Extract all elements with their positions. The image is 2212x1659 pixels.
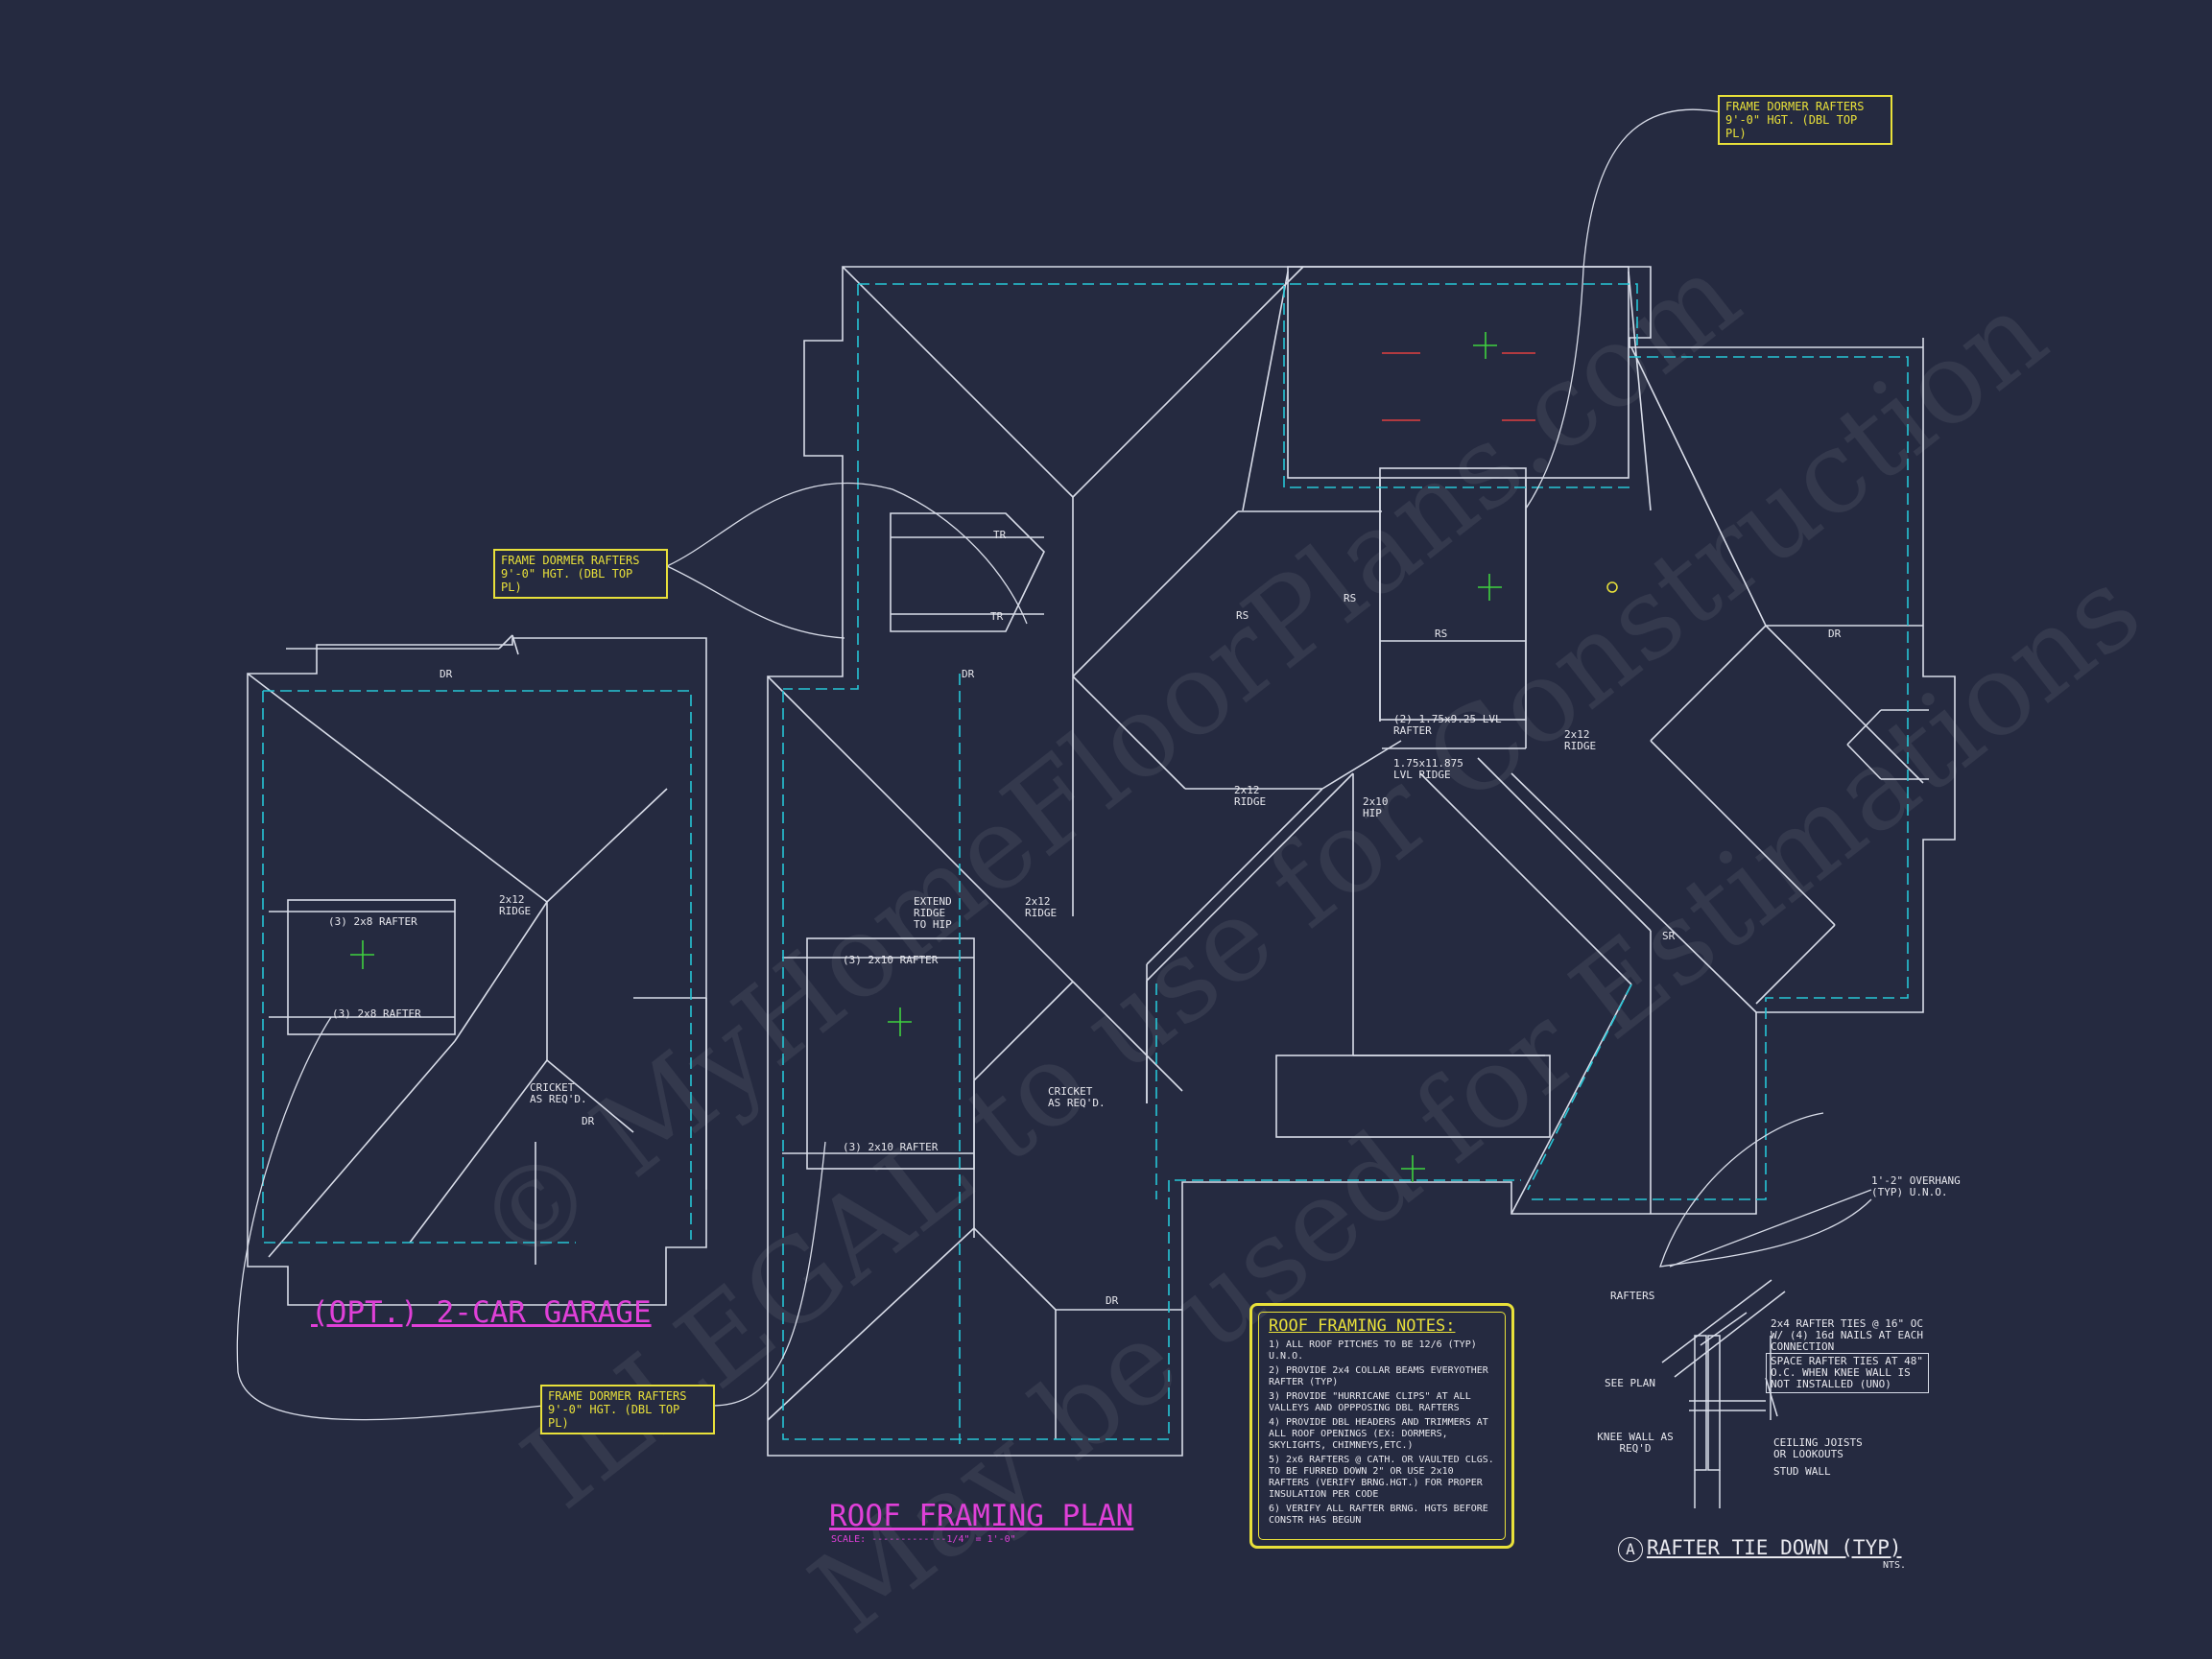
label-cricket-main: CRICKET AS REQ'D. [1048,1085,1106,1109]
label-rs-c: RS [1435,628,1448,640]
detail-ties-label: 2x4 RAFTER TIES @ 16" OC W/ (4) 16d NAIL… [1771,1317,1923,1353]
note-item: 3) PROVIDE "HURRICANE CLIPS" AT ALL VALL… [1269,1391,1471,1413]
note-item: 4) PROVIDE DBL HEADERS AND TRIMMERS AT A… [1269,1417,1488,1451]
label-dr-bottom: DR [1106,1294,1119,1307]
note-item: 6) VERIFY ALL RAFTER BRNG. HGTS BEFORE C… [1269,1504,1488,1526]
plan-title: ROOF FRAMING PLAN [829,1499,1134,1533]
rafter-tie-down-detail [1661,1279,1786,1508]
label-extend-ridge: EXTEND RIDGE TO HIP [914,895,952,931]
notes-title: ROOF FRAMING NOTES: [1269,1316,1456,1336]
label-ridge-2x12-d: 2x12 RIDGE [499,893,532,917]
label-dr-right: DR [1828,628,1842,640]
detail-letter-circle: A [1618,1537,1643,1562]
label-tr-b: TR [990,610,1004,623]
roof-framing-notes: ROOF FRAMING NOTES: 1) ALL ROOF PITCHES … [1249,1303,1514,1549]
label-rafter-2x8-b: (3) 2x8 RAFTER [332,1007,421,1020]
label-rafter-2x8-a: (3) 2x8 RAFTER [328,915,417,928]
detail-title: RAFTER TIE DOWN (TYP) [1647,1536,1902,1559]
label-tr-a: TR [993,529,1007,541]
label-rafter-2x10-a: (3) 2x10 RAFTER [843,954,939,966]
detail-rafters-label: RAFTERS [1610,1290,1655,1302]
label-lvl-ridge: 1.75x11.875 LVL RIDGE [1393,757,1463,781]
label-rs-b: RS [1344,592,1357,604]
label-dr-main: DR [962,668,975,680]
detail-ceiling-label: CEILING JOISTS OR LOOKOUTS [1773,1436,1863,1460]
garage-title: (OPT.) 2-CAR GARAGE [311,1295,652,1330]
detail-knee-wall-label: KNEE WALL AS REQ'D [1597,1431,1674,1455]
detail-space-ties-label: SPACE RAFTER TIES AT 48" O.C. WHEN KNEE … [1766,1353,1929,1393]
garage-roof-outline [247,637,707,1306]
note-item: 5) 2x6 RAFTERS @ CATH. OR VAULTED CLGS. … [1269,1455,1494,1500]
main-roof-outline [767,266,1956,1457]
note-item: 2) PROVIDE 2x4 COLLAR BEAMS EVERYOTHER R… [1269,1365,1488,1387]
label-rafter-2x10-b: (3) 2x10 RAFTER [843,1141,939,1153]
label-overhang: 1'-2" OVERHANG (TYP) U.N.O. [1871,1174,1961,1198]
label-ridge-2x12-a: 2x12 RIDGE [1234,784,1267,808]
label-lvl-rafter: (2) 1.75x9.25 LVL RAFTER [1393,713,1502,737]
note-item: 1) ALL ROOF PITCHES TO BE 12/6 (TYP) U.N… [1269,1339,1477,1362]
label-sr: SR [1662,930,1676,942]
label-ridge-2x12-b: 2x12 RIDGE [1564,728,1597,752]
detail-see-plan-label: SEE PLAN [1605,1377,1655,1389]
detail-stud-label: STUD WALL [1773,1465,1831,1478]
label-cricket-garage: CRICKET AS REQ'D. [530,1081,587,1105]
label-ridge-2x12-c: 2x12 RIDGE [1025,895,1058,919]
label-dr-garage: DR [440,668,453,680]
label-rs-a: RS [1236,609,1249,622]
detail-nts: NTS. [1883,1560,1907,1571]
label-dr-garage-low: DR [582,1115,595,1127]
plan-scale: SCALE: -------------1/4" = 1'-0" [831,1534,1016,1545]
label-hip: 2x10 HIP [1363,795,1389,819]
